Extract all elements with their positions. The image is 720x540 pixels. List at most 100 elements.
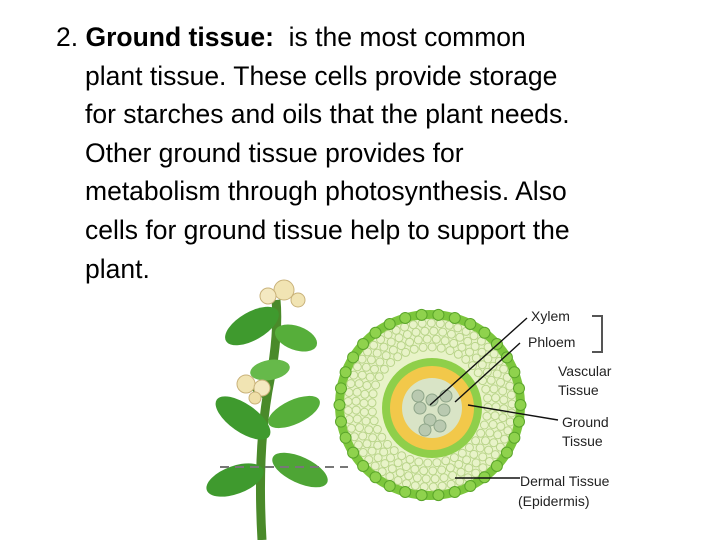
ground-cell (462, 455, 472, 465)
ground-cell (386, 358, 396, 367)
ground-cell (471, 436, 481, 446)
ground-cell (449, 338, 459, 348)
epidermis-cell (357, 338, 370, 350)
ground-cell (486, 375, 496, 385)
ground-cell (456, 467, 466, 477)
ground-cell (483, 354, 493, 364)
ground-cell (377, 432, 387, 442)
epidermis-cell (333, 399, 346, 411)
ground-cell (391, 325, 401, 335)
ground-cell (441, 456, 451, 466)
epidermis-cell (514, 399, 527, 411)
ground-cell (401, 462, 411, 472)
ground-cell (366, 355, 376, 365)
ground-cell (498, 386, 508, 396)
ground-cell (503, 426, 513, 436)
ground-cell (393, 476, 403, 485)
label-ground-2: Tissue (562, 433, 603, 449)
ground-cell (388, 345, 398, 355)
ground-cell (445, 346, 455, 356)
ground-cell (383, 439, 392, 449)
ground-cell (372, 348, 382, 358)
ground-cell (465, 347, 474, 357)
epidermis-cell (339, 431, 352, 444)
epidermis-cell (347, 446, 360, 459)
epidermis-cell (369, 471, 382, 484)
epidermis-cell (464, 480, 477, 492)
ground-cell (499, 364, 509, 374)
ground-cell (468, 361, 477, 371)
ground-cell (492, 369, 502, 379)
ground-cell (453, 323, 463, 333)
ground-cell (409, 344, 419, 354)
ground-cell (489, 349, 499, 359)
list-number: 2. (56, 22, 79, 52)
epidermis-cell (500, 446, 513, 459)
ground-cell (479, 420, 489, 430)
ground-cell (373, 453, 383, 463)
ground-cell (484, 445, 494, 455)
ground-cell (362, 439, 372, 449)
label-xylem: Xylem (531, 308, 570, 324)
ground-cell (478, 452, 488, 462)
xylem-cell (425, 393, 439, 407)
ground-cell (469, 449, 479, 459)
ground-cell (371, 380, 381, 390)
ground-cell (419, 466, 429, 476)
ground-cell (457, 448, 467, 458)
ground-cell (477, 347, 487, 357)
ground-cell (375, 357, 385, 367)
ground-cell (372, 424, 382, 434)
ground-cell (386, 337, 396, 347)
text-line-2: plant tissue. These cells provide storag… (85, 60, 558, 91)
ground-cell (473, 368, 483, 378)
ground-cell (427, 342, 437, 352)
text-line-6: cells for ground tissue help to support … (85, 214, 570, 245)
xylem-cell (418, 423, 432, 437)
epidermis-cell (383, 318, 396, 330)
ground-cell (489, 438, 499, 448)
epidermis-cell (399, 486, 412, 498)
ground-cell (370, 461, 380, 471)
ground-cell (370, 364, 379, 374)
ground-cell (422, 334, 432, 344)
term-heading: Ground tissue: (85, 22, 274, 52)
ground-cell (393, 458, 403, 468)
xylem-cell (437, 403, 451, 417)
ground-cell (490, 450, 500, 460)
ground-cell (431, 334, 441, 344)
xylem-cell (439, 389, 453, 403)
ground-cell (380, 459, 390, 469)
epidermis-cell (478, 471, 491, 484)
ground-cell (432, 458, 442, 468)
vascular-bracket (592, 315, 603, 353)
ground-cell (464, 443, 474, 452)
ground-cell (461, 354, 471, 364)
epidermis-cell (500, 351, 513, 364)
epidermis-cell (369, 326, 382, 339)
ground-cell (364, 425, 374, 435)
ground-cell (463, 336, 473, 346)
epidermis-cell (357, 460, 370, 472)
ground-cell (346, 379, 356, 389)
ground-cell (439, 473, 449, 483)
ground-cell (477, 360, 487, 370)
ground-cell (496, 377, 505, 387)
ground-cell (373, 440, 383, 450)
ground-cell (405, 454, 415, 464)
epidermis-cell (383, 480, 396, 492)
epidermis-cell (448, 486, 461, 498)
ground-cell (359, 407, 369, 417)
pointer-arrows (429, 317, 559, 479)
ground-cell (506, 390, 516, 400)
label-phloem: Phloem (528, 334, 575, 350)
ground-cell (379, 447, 389, 457)
ground-cell (358, 448, 368, 457)
slide-text-block: 2. Ground tissue: is the most common pla… (56, 18, 706, 288)
ground-cell (423, 458, 433, 468)
ground-cell (379, 364, 389, 374)
ground-cell (420, 326, 430, 336)
ground-cell (481, 436, 490, 446)
ground-cell (471, 353, 481, 363)
